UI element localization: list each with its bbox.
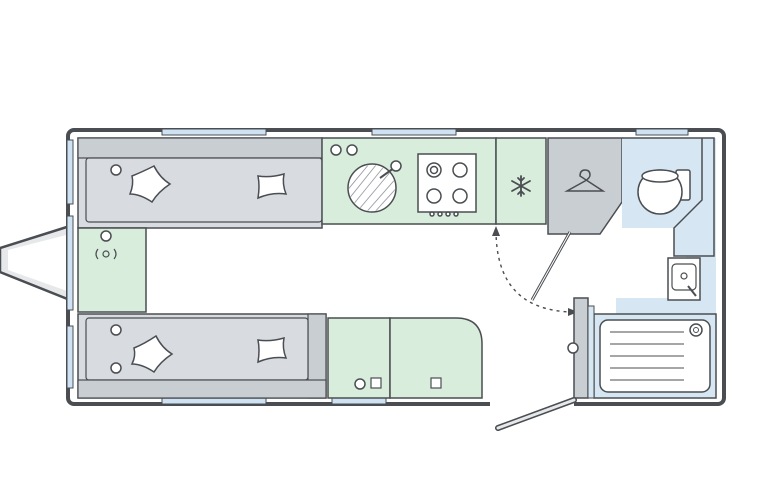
- speaker-icon: [95, 248, 117, 260]
- side-unit-left: [327, 317, 391, 399]
- socket-icon: [430, 377, 442, 389]
- front-seat-lower: [77, 313, 327, 399]
- window-top-1: [161, 128, 267, 136]
- pillow-icon: [128, 164, 288, 204]
- side-unit-right: [389, 317, 483, 399]
- socket-icon: [370, 377, 382, 389]
- window-front-3: [66, 325, 74, 389]
- window-top-2: [371, 128, 457, 136]
- washroom-door: [492, 226, 578, 316]
- socket-icon: [567, 342, 579, 354]
- hanger-icon: [564, 169, 606, 192]
- fridge: [495, 137, 547, 225]
- front-table-chest: [77, 227, 147, 313]
- shower-icon: [599, 319, 711, 393]
- socket-icon: [110, 324, 122, 336]
- hob-icon: [417, 153, 477, 217]
- socket-icon: [354, 378, 366, 390]
- wardrobe: [547, 137, 623, 235]
- sink-icon: [347, 160, 402, 213]
- window-top-3: [635, 128, 689, 136]
- pillow-icon: [130, 334, 288, 374]
- window-bottom-2: [331, 397, 387, 405]
- kitchen-worktop: [321, 137, 497, 225]
- a-frame-drawbar: [0, 224, 72, 302]
- knob-icon: [346, 144, 358, 156]
- socket-icon: [110, 362, 122, 374]
- toilet-icon: [637, 169, 691, 215]
- front-seat-upper: [77, 137, 323, 229]
- window-front-2: [66, 215, 74, 311]
- window-bottom-1: [161, 397, 267, 405]
- entrance-door: [490, 397, 577, 431]
- snowflake-icon: [511, 175, 531, 197]
- window-front-1: [66, 139, 74, 205]
- entrance-partition: [567, 297, 595, 399]
- socket-icon: [110, 164, 122, 176]
- basin-icon: [667, 257, 701, 301]
- shower-tray: [593, 313, 717, 399]
- knob-icon: [330, 144, 342, 156]
